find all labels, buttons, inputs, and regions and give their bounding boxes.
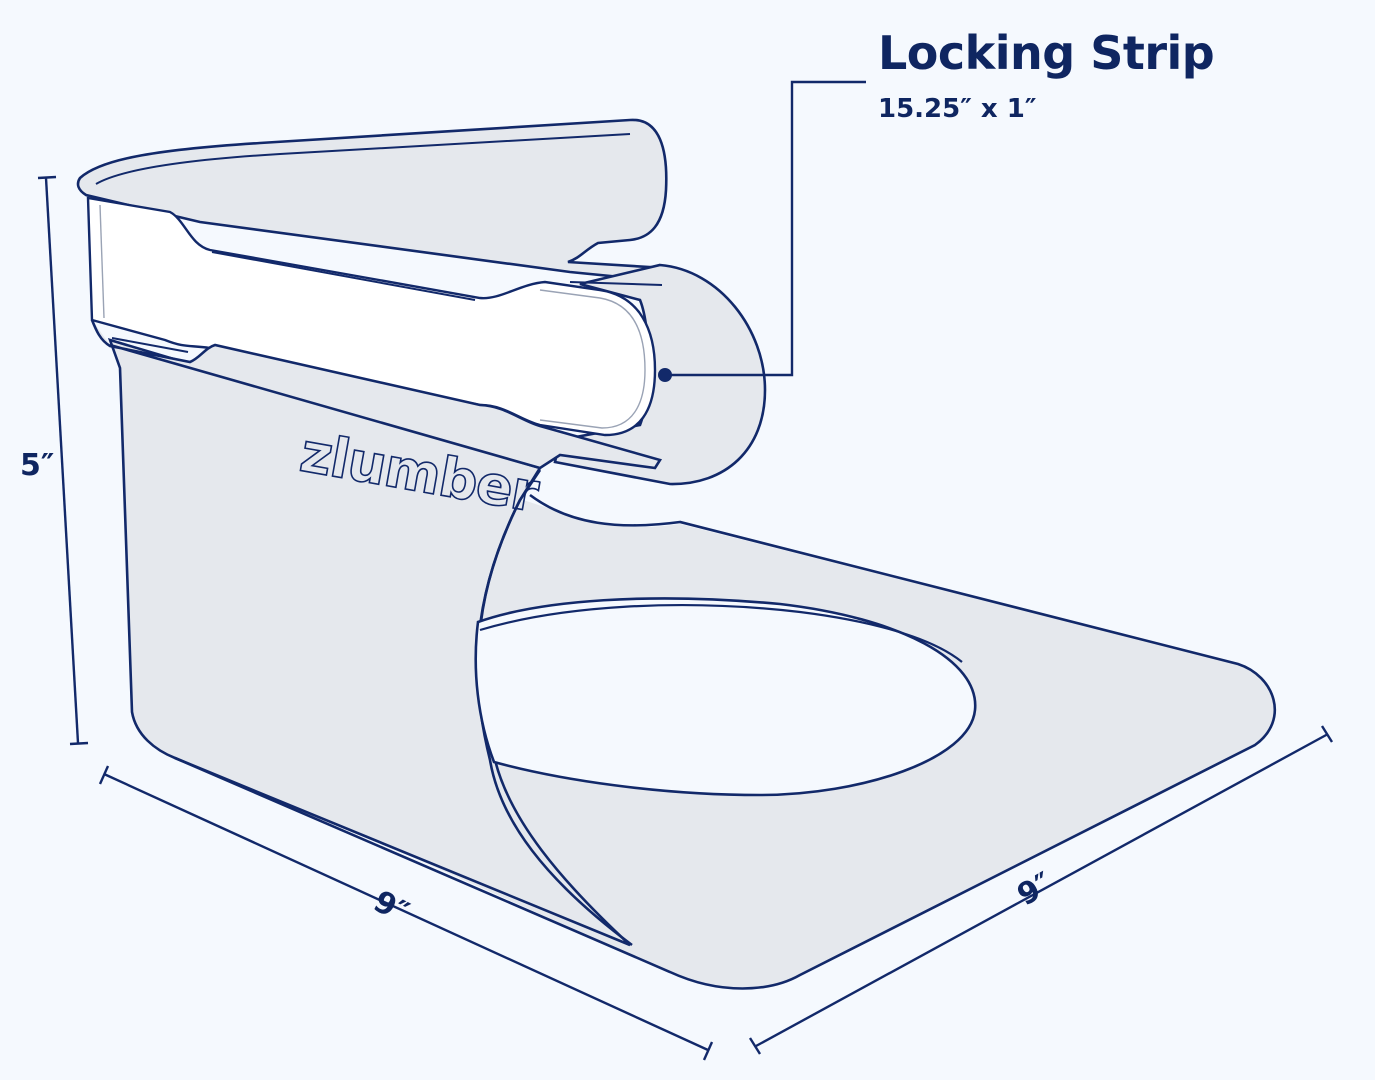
- depth-tick-left: [98, 765, 110, 785]
- height-tick-bottom: [69, 741, 89, 746]
- height-dimension-line: [44, 177, 80, 744]
- strip-left-edge: [99, 204, 105, 319]
- callout-dot: [658, 368, 672, 382]
- cap-top-line: [569, 281, 663, 286]
- base-hole: [474, 597, 977, 797]
- top-band-inner: [95, 133, 631, 185]
- callout-title: Locking Strip: [878, 26, 1215, 80]
- base-outline: [174, 493, 1277, 990]
- width-tick-right: [1320, 725, 1334, 743]
- callout-size: 15.25″ x 1″: [878, 94, 1037, 124]
- strip-inner-edge: [539, 289, 646, 429]
- upper-band-line: [211, 251, 476, 301]
- depth-dimension-line: [103, 772, 709, 1052]
- top-band: [76, 118, 672, 284]
- lower-band-line: [111, 337, 189, 353]
- cutout-curve: [476, 469, 633, 947]
- lower-band: [90, 319, 663, 470]
- hole-rim: [479, 604, 963, 663]
- depth-tick-right: [702, 1041, 714, 1061]
- width-tick-left: [748, 1037, 762, 1055]
- width-dimension-line: [755, 732, 1329, 1048]
- callout-leader-line: [665, 80, 866, 377]
- height-label: 5″: [20, 448, 55, 483]
- height-tick-top: [37, 175, 57, 180]
